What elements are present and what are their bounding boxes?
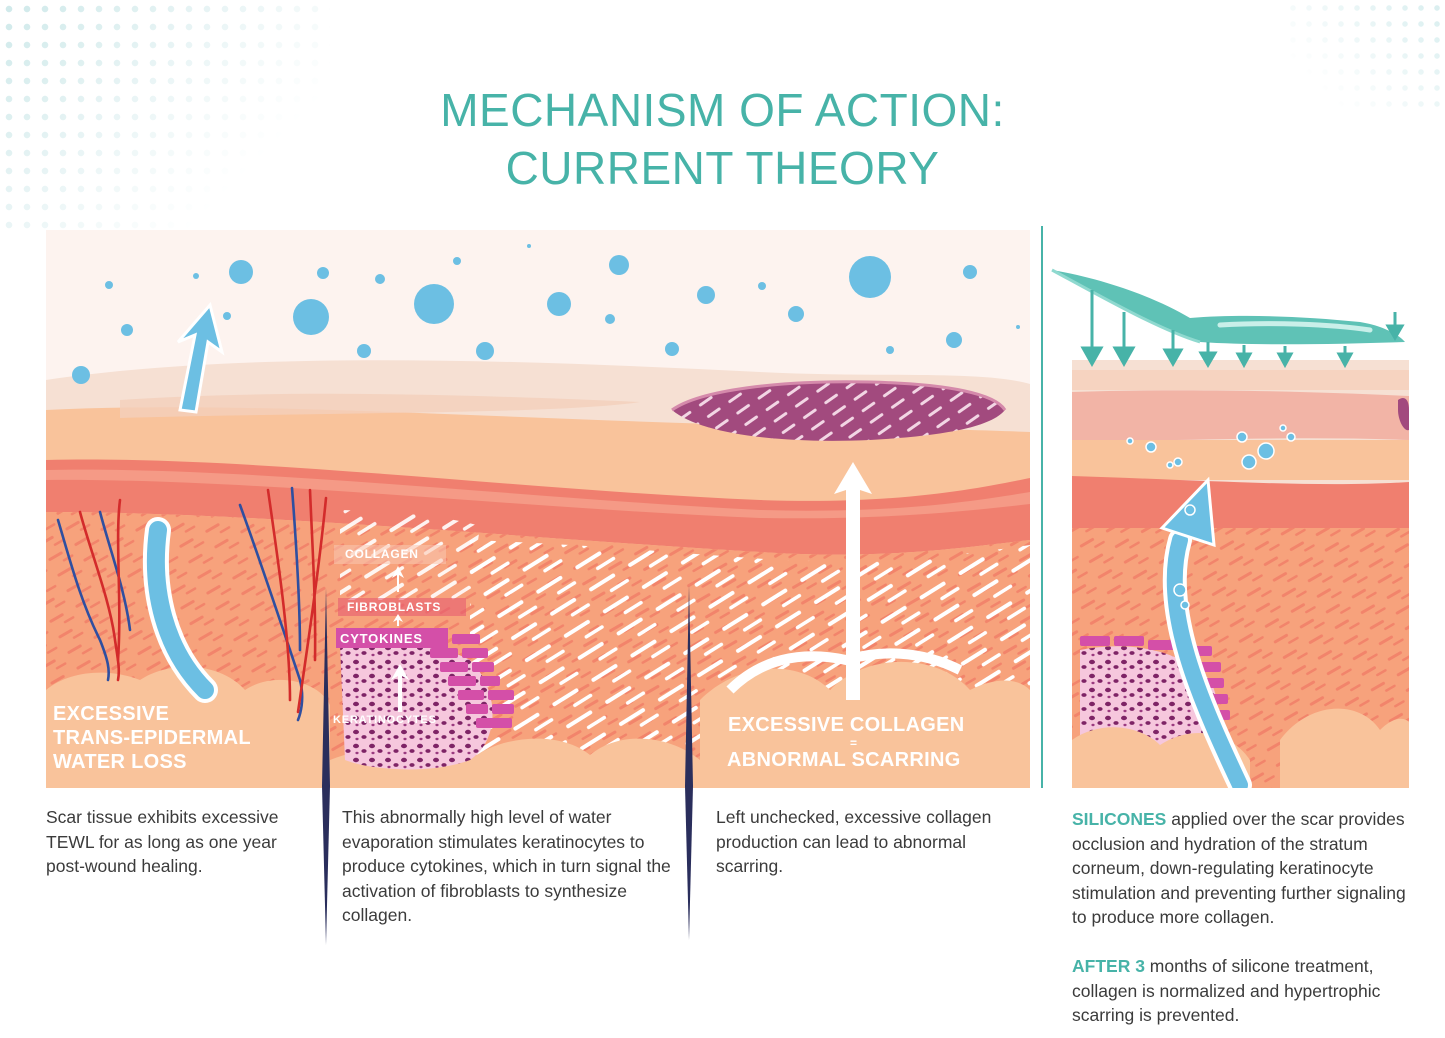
caption-silicones-text: applied over the scar provides occlusion… <box>1072 809 1406 927</box>
label-collagen: COLLAGEN <box>345 547 419 561</box>
divider-2 <box>685 585 693 940</box>
dot-pattern-left <box>0 0 330 230</box>
page-title-line1: MECHANISM OF ACTION: <box>440 84 1005 136</box>
caption-after-3: AFTER 3 months of silicone treatment, co… <box>1072 954 1417 1028</box>
label-tewl-line2: TRANS-EPIDERMAL <box>53 727 251 749</box>
highlight-after-3: AFTER 3 <box>1072 956 1145 976</box>
treated-skin-panel <box>1072 360 1409 788</box>
page-title-line2: CURRENT THEORY <box>505 142 940 194</box>
caption-stimulation: This abnormally high level of water evap… <box>342 807 671 925</box>
dot-pattern-right <box>1285 0 1445 110</box>
water-droplets-contained <box>1126 424 1296 610</box>
caption-after-3-text: months of silicone treatment, collagen i… <box>1072 956 1381 1025</box>
caption-scarring: Left unchecked, excessive collagen produ… <box>716 807 992 876</box>
label-excessive-collagen: EXCESSIVE COLLAGEN <box>728 714 965 736</box>
label-tewl-line1: EXCESSIVE <box>53 703 170 725</box>
main-skin-panel <box>46 230 1030 788</box>
silicone-sheet-icon <box>1051 268 1405 345</box>
occlusion-arrows <box>1080 290 1405 369</box>
label-abnormal-scarring: ABNORMAL SCARRING <box>727 749 961 771</box>
highlight-silicones: SILICONES <box>1072 809 1167 829</box>
caption-silicones: SILICONES applied over the scar provides… <box>1072 807 1417 930</box>
water-droplets <box>72 244 1020 384</box>
label-tewl-line3: WATER LOSS <box>53 751 187 773</box>
divider-1 <box>322 588 330 945</box>
label-equals: = <box>850 736 858 750</box>
caption-tewl: Scar tissue exhibits excessive TEWL for … <box>46 807 279 876</box>
divider-3 <box>1041 226 1043 788</box>
label-fibroblasts: FIBROBLASTS <box>347 600 442 614</box>
signaling-cascade <box>334 545 466 712</box>
label-keratinocytes: KERATINOCYTES <box>333 714 437 726</box>
blood-vessels <box>56 486 328 722</box>
label-cytokines: CYTOKINES <box>340 631 423 646</box>
